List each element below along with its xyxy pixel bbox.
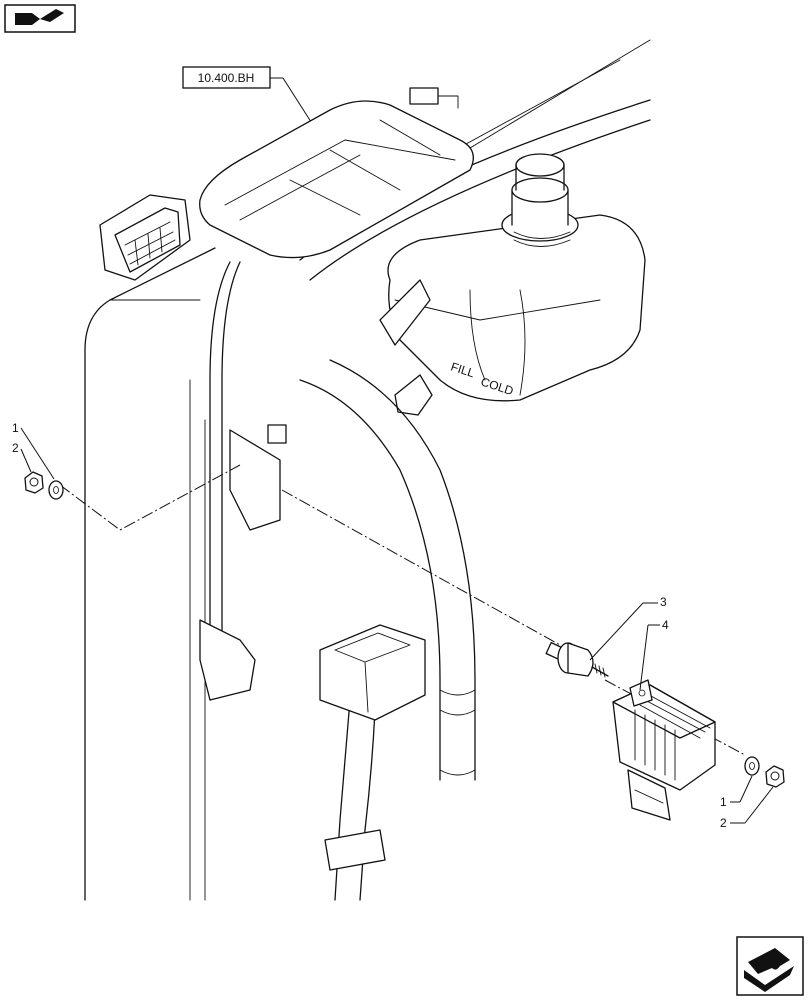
relay-connector	[319, 624, 426, 721]
svg-text:4: 4	[662, 618, 669, 632]
right-fasteners	[744, 756, 785, 788]
svg-text:1: 1	[720, 795, 727, 809]
callout-right-washer[interactable]: 1	[720, 775, 753, 809]
expansion-tank: FILL COLD	[387, 153, 646, 416]
svg-text:1: 1	[12, 421, 19, 435]
callout-left-washer[interactable]: 1	[12, 421, 55, 480]
return-arrow-icon[interactable]	[736, 936, 804, 996]
stud	[545, 641, 609, 678]
reference-box[interactable]: 10.400.BH	[182, 66, 314, 126]
svg-text:2: 2	[12, 441, 19, 455]
callout-module[interactable]: 4	[639, 618, 669, 691]
hose-and-bracket	[199, 279, 476, 901]
callout-left-nut[interactable]: 2	[12, 441, 32, 473]
upper-reservoir	[199, 87, 474, 259]
reference-label: 10.400.BH	[198, 71, 255, 85]
svg-text:2: 2	[720, 816, 727, 830]
ecu-connector	[99, 194, 191, 281]
assembly-lines	[59, 464, 746, 756]
view-direction-icon[interactable]	[4, 4, 76, 33]
control-module	[612, 679, 716, 821]
callout-right-nut[interactable]: 2	[720, 786, 774, 830]
callout-stud[interactable]: 3	[589, 595, 667, 661]
svg-text:3: 3	[660, 595, 667, 609]
left-fasteners	[24, 471, 64, 500]
